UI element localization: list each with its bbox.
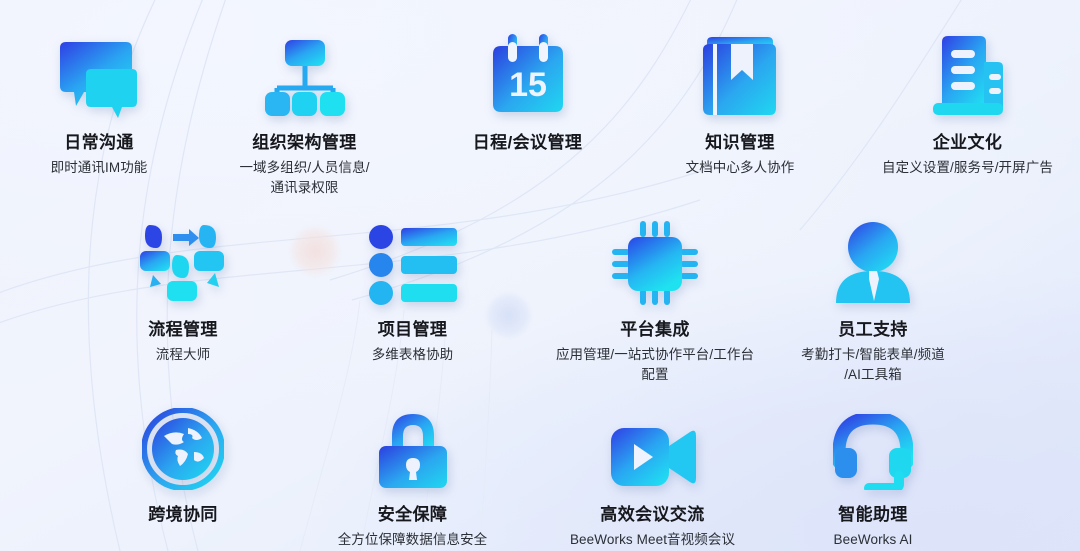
feature-card-platform-integration[interactable]: 平台集成 应用管理/一站式协作平台/工作台 配置 bbox=[540, 205, 770, 386]
bullet-list-icon bbox=[320, 205, 505, 305]
video-camera-icon bbox=[540, 390, 765, 490]
feature-desc: 流程大师 bbox=[155, 347, 211, 362]
chat-bubbles-icon bbox=[0, 18, 198, 118]
calendar-day-label: 15 bbox=[509, 66, 547, 104]
feature-title: 安全保障 bbox=[377, 505, 448, 524]
feature-card-schedule-meeting-management[interactable]: 15 日程/会议管理 bbox=[430, 18, 625, 158]
office-building-icon bbox=[855, 18, 1080, 118]
feature-desc: BeeWorks Meet音视频会议 bbox=[569, 532, 736, 547]
feature-desc: 多维表格协助 bbox=[371, 347, 454, 362]
feature-desc: 考勤打卡/智能表单/频道 /AI工具箱 bbox=[801, 347, 945, 383]
feature-title: 知识管理 bbox=[705, 133, 775, 152]
feature-title: 跨境协同 bbox=[148, 505, 218, 524]
padlock-icon bbox=[320, 390, 505, 490]
microchip-icon bbox=[540, 205, 770, 305]
feature-title: 日常沟通 bbox=[64, 133, 134, 152]
feature-title: 流程管理 bbox=[148, 320, 218, 339]
globe-icon bbox=[88, 390, 278, 490]
feature-card-intelligent-assistant[interactable]: 智能助理 BeeWorks AI bbox=[778, 390, 968, 550]
feature-title: 平台集成 bbox=[620, 320, 690, 339]
feature-card-employee-support[interactable]: 员工支持 考勤打卡/智能表单/频道 /AI工具箱 bbox=[778, 205, 968, 386]
org-chart-icon bbox=[202, 18, 407, 118]
headset-icon bbox=[778, 390, 968, 490]
feature-card-knowledge-management[interactable]: 知识管理 文档中心多人协作 bbox=[645, 18, 835, 178]
feature-card-cross-border-collaboration[interactable]: 跨境协同 bbox=[88, 390, 278, 530]
feature-card-daily-communication[interactable]: 日常沟通 即时通讯IM功能 bbox=[0, 18, 198, 178]
feature-title: 企业文化 bbox=[932, 133, 1003, 152]
feature-card-org-structure-management[interactable]: 组织架构管理 一域多组织/人员信息/ 通讯录权限 bbox=[202, 18, 407, 199]
book-bookmark-icon bbox=[645, 18, 835, 118]
feature-desc: 应用管理/一站式协作平台/工作台 配置 bbox=[555, 347, 755, 383]
feature-card-security-assurance[interactable]: 安全保障 全方位保障数据信息安全 bbox=[320, 390, 505, 550]
feature-title: 日程/会议管理 bbox=[472, 133, 583, 152]
feature-desc: 即时通讯IM功能 bbox=[50, 160, 148, 175]
calendar-icon: 15 bbox=[430, 18, 625, 118]
feature-desc: BeeWorks AI bbox=[833, 532, 913, 547]
feature-desc: 全方位保障数据信息安全 bbox=[337, 532, 488, 547]
employee-tie-icon bbox=[778, 205, 968, 305]
feature-title: 高效会议交流 bbox=[600, 505, 705, 524]
feature-title: 员工支持 bbox=[838, 320, 908, 339]
feature-title: 项目管理 bbox=[377, 320, 448, 339]
feature-card-process-management[interactable]: 流程管理 流程大师 bbox=[88, 205, 278, 365]
feature-card-project-management[interactable]: 项目管理 多维表格协助 bbox=[320, 205, 505, 365]
feature-desc: 自定义设置/服务号/开屏广告 bbox=[882, 160, 1053, 175]
feature-title: 智能助理 bbox=[838, 505, 908, 524]
feature-card-efficient-meeting[interactable]: 高效会议交流 BeeWorks Meet音视频会议 bbox=[540, 390, 765, 550]
feature-title: 组织架构管理 bbox=[252, 133, 357, 152]
workflow-people-icon bbox=[88, 205, 278, 305]
feature-desc: 一域多组织/人员信息/ 通讯录权限 bbox=[239, 160, 370, 196]
feature-desc: 文档中心多人协作 bbox=[685, 160, 795, 175]
feature-card-corporate-culture[interactable]: 企业文化 自定义设置/服务号/开屏广告 bbox=[855, 18, 1080, 178]
